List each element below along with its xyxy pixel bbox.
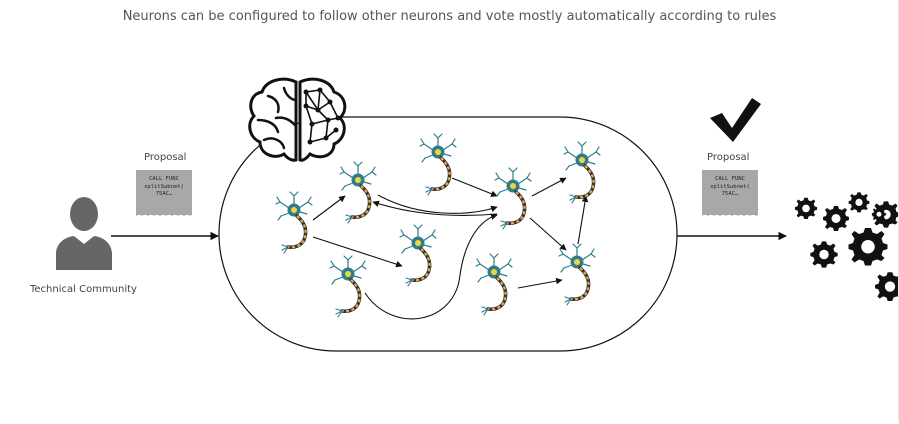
edge-n3-n5 <box>451 177 498 197</box>
edge-n9-n7 <box>517 277 563 289</box>
proposal-code-line: CALL FUNC <box>149 176 179 182</box>
diagram-caption: Neurons can be configured to follow othe… <box>122 9 777 24</box>
technical-community-label: Technical Community <box>30 284 137 295</box>
neuron-icon <box>328 254 368 319</box>
proposal-code-line: 75AC… <box>721 191 739 197</box>
neurons <box>274 132 602 319</box>
edge-n7-n6 <box>577 195 589 245</box>
neuron-icon <box>562 140 602 205</box>
proposal-code-line: splitSubnet( <box>144 183 184 190</box>
outgoing-proposal-label: Proposal <box>707 152 750 163</box>
neuron-icon <box>493 166 533 231</box>
incoming-proposal-document: CALL FUNC splitSubnet( 75AC… <box>136 170 192 219</box>
edge-n1-n2 <box>312 195 346 221</box>
brain-network-icon <box>248 77 347 162</box>
incoming-proposal-label: Proposal <box>144 152 187 163</box>
neuron-icon <box>418 132 458 197</box>
neuron-icon <box>557 242 597 307</box>
edge-n5-n2 <box>372 200 498 217</box>
outgoing-proposal-document: CALL FUNC splitSubnet( 75AC… <box>702 170 758 219</box>
proposal-code-line: CALL FUNC <box>715 176 745 182</box>
proposal-code-line: splitSubnet( <box>710 183 750 190</box>
checkmark-icon <box>710 98 761 142</box>
neuron-icon <box>274 190 314 255</box>
neuron-icon <box>474 252 514 317</box>
edge-n2-n5 <box>377 194 498 214</box>
neuron-icon <box>338 160 378 225</box>
neuron-network-container <box>218 116 678 352</box>
neuron-connections <box>312 177 589 320</box>
edge-n5-n7 <box>529 217 567 251</box>
gears-icon <box>794 192 899 301</box>
user-silhouette-icon <box>56 197 112 270</box>
edge-n5-n6 <box>531 177 567 197</box>
neuron-icon <box>398 223 438 288</box>
edge-n1-n4 <box>312 236 403 268</box>
proposal-code-line: 75AC… <box>155 191 173 197</box>
edge-n8-n5 <box>364 213 498 320</box>
